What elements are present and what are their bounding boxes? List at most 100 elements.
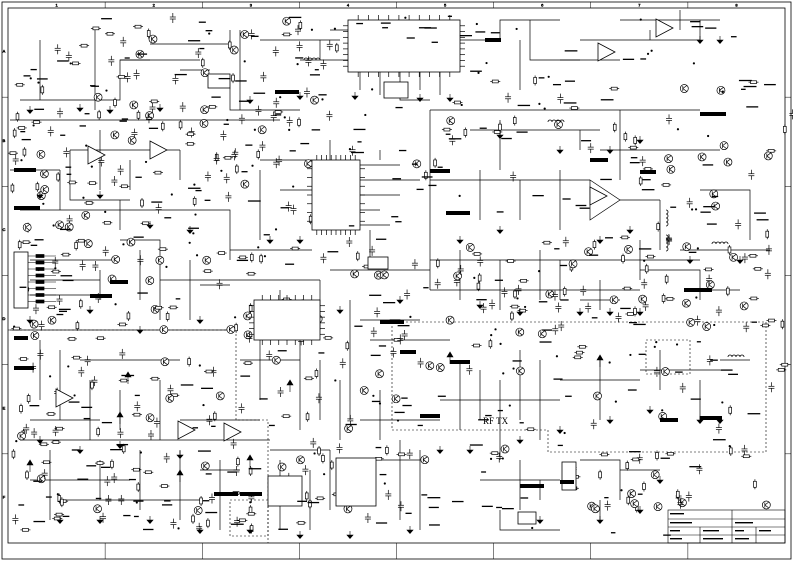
resistor: [218, 251, 225, 255]
zone-label-row: A: [3, 49, 6, 54]
ground-symbol: [696, 419, 704, 424]
net-label: [14, 168, 36, 172]
designator-mark: [259, 398, 268, 400]
junction-dot: [283, 116, 286, 119]
resistor: [159, 247, 167, 251]
resistor: [576, 350, 583, 355]
transistor-emitter: [766, 155, 772, 160]
resistor: [56, 426, 63, 431]
junction-dot: [691, 208, 694, 211]
junction-dot: [563, 431, 566, 435]
transistor-emitter: [700, 156, 705, 161]
designator-mark: [309, 74, 320, 76]
transistor-collector: [438, 364, 443, 368]
designator-mark: [427, 497, 441, 499]
transistor: [609, 295, 619, 305]
designator-mark: [542, 329, 553, 331]
resistor: [314, 370, 319, 377]
designator-mark: [633, 323, 646, 326]
op-amp: [55, 388, 74, 408]
transistor-collector: [162, 326, 167, 330]
transistor-emitter: [731, 257, 737, 261]
designator-mark: [746, 106, 759, 108]
junction-dot: [713, 323, 716, 327]
resistor: [47, 412, 55, 416]
transistor: [716, 85, 726, 95]
transistor-emitter: [669, 169, 674, 173]
transistor-collector: [245, 312, 251, 317]
resistor: [259, 255, 263, 263]
designator-mark: [496, 211, 504, 213]
ic-u5-small: [367, 256, 389, 270]
transistor: [47, 315, 57, 325]
designator-mark: [375, 522, 388, 524]
transistor: [591, 504, 600, 514]
designator-mark: [638, 248, 652, 250]
designator-mark: [751, 321, 757, 323]
resistor: [48, 305, 56, 310]
junction-dot: [501, 457, 504, 460]
transistor: [584, 247, 593, 257]
designator-mark: [247, 200, 261, 202]
resistor: [297, 118, 301, 126]
transistor: [304, 159, 313, 169]
designator-mark: [538, 77, 545, 79]
transistor-collector: [95, 505, 101, 510]
net-label: [275, 90, 299, 94]
designator-mark: [630, 157, 638, 159]
op-amps: [55, 18, 674, 442]
transistor-emitter: [153, 309, 158, 313]
designator-mark: [356, 22, 364, 25]
transistor-collector: [685, 243, 690, 248]
designator-mark: [459, 35, 473, 37]
transistor-emitter: [438, 367, 443, 371]
junction-dot: [193, 183, 196, 186]
resistor: [97, 111, 101, 119]
net-label: [700, 112, 726, 116]
resistor: [33, 120, 40, 124]
power-flag: [176, 469, 184, 476]
transistor-emitter: [113, 134, 118, 139]
designator-mark: [36, 78, 48, 80]
transistor-collector: [556, 121, 562, 125]
designator-mark: [79, 125, 86, 127]
resistor: [491, 451, 499, 455]
transistor-emitter: [394, 398, 399, 403]
ground-symbol: [516, 311, 524, 316]
transistor-collector: [84, 212, 89, 216]
transistor-emitter: [202, 109, 208, 113]
net-label: [560, 480, 574, 484]
transistor: [453, 271, 462, 281]
designator-mark: [29, 405, 40, 407]
designator-mark: [300, 142, 310, 145]
components: [8, 13, 793, 534]
transistor: [215, 391, 225, 401]
transistor: [93, 92, 103, 102]
designator-mark: [134, 394, 140, 397]
junction-dot: [29, 77, 32, 80]
net-label: [214, 492, 238, 496]
resistor: [345, 342, 350, 350]
transistor: [200, 105, 209, 115]
junction-dot: [188, 241, 191, 244]
designator-mark: [447, 15, 453, 17]
designator-mark: [354, 325, 363, 327]
transistor-collector: [130, 137, 135, 141]
designator-mark: [402, 404, 412, 407]
ground-symbol: [36, 194, 44, 199]
transistor-emitter: [148, 417, 153, 422]
designator-mark: [395, 221, 402, 223]
designator-mark: [642, 179, 651, 181]
resistor: [728, 406, 732, 414]
power-flag: [596, 354, 604, 361]
junction-dot: [257, 246, 260, 249]
designator-mark: [519, 422, 524, 424]
transistor-emitter: [595, 395, 601, 400]
transistor-collector: [518, 367, 524, 372]
transistor-emitter: [39, 154, 44, 158]
ground-symbol: [536, 519, 544, 524]
transistor: [277, 462, 287, 472]
ground-symbol: [496, 229, 504, 234]
resistor: [305, 376, 313, 381]
transistor-emitter: [33, 335, 38, 339]
